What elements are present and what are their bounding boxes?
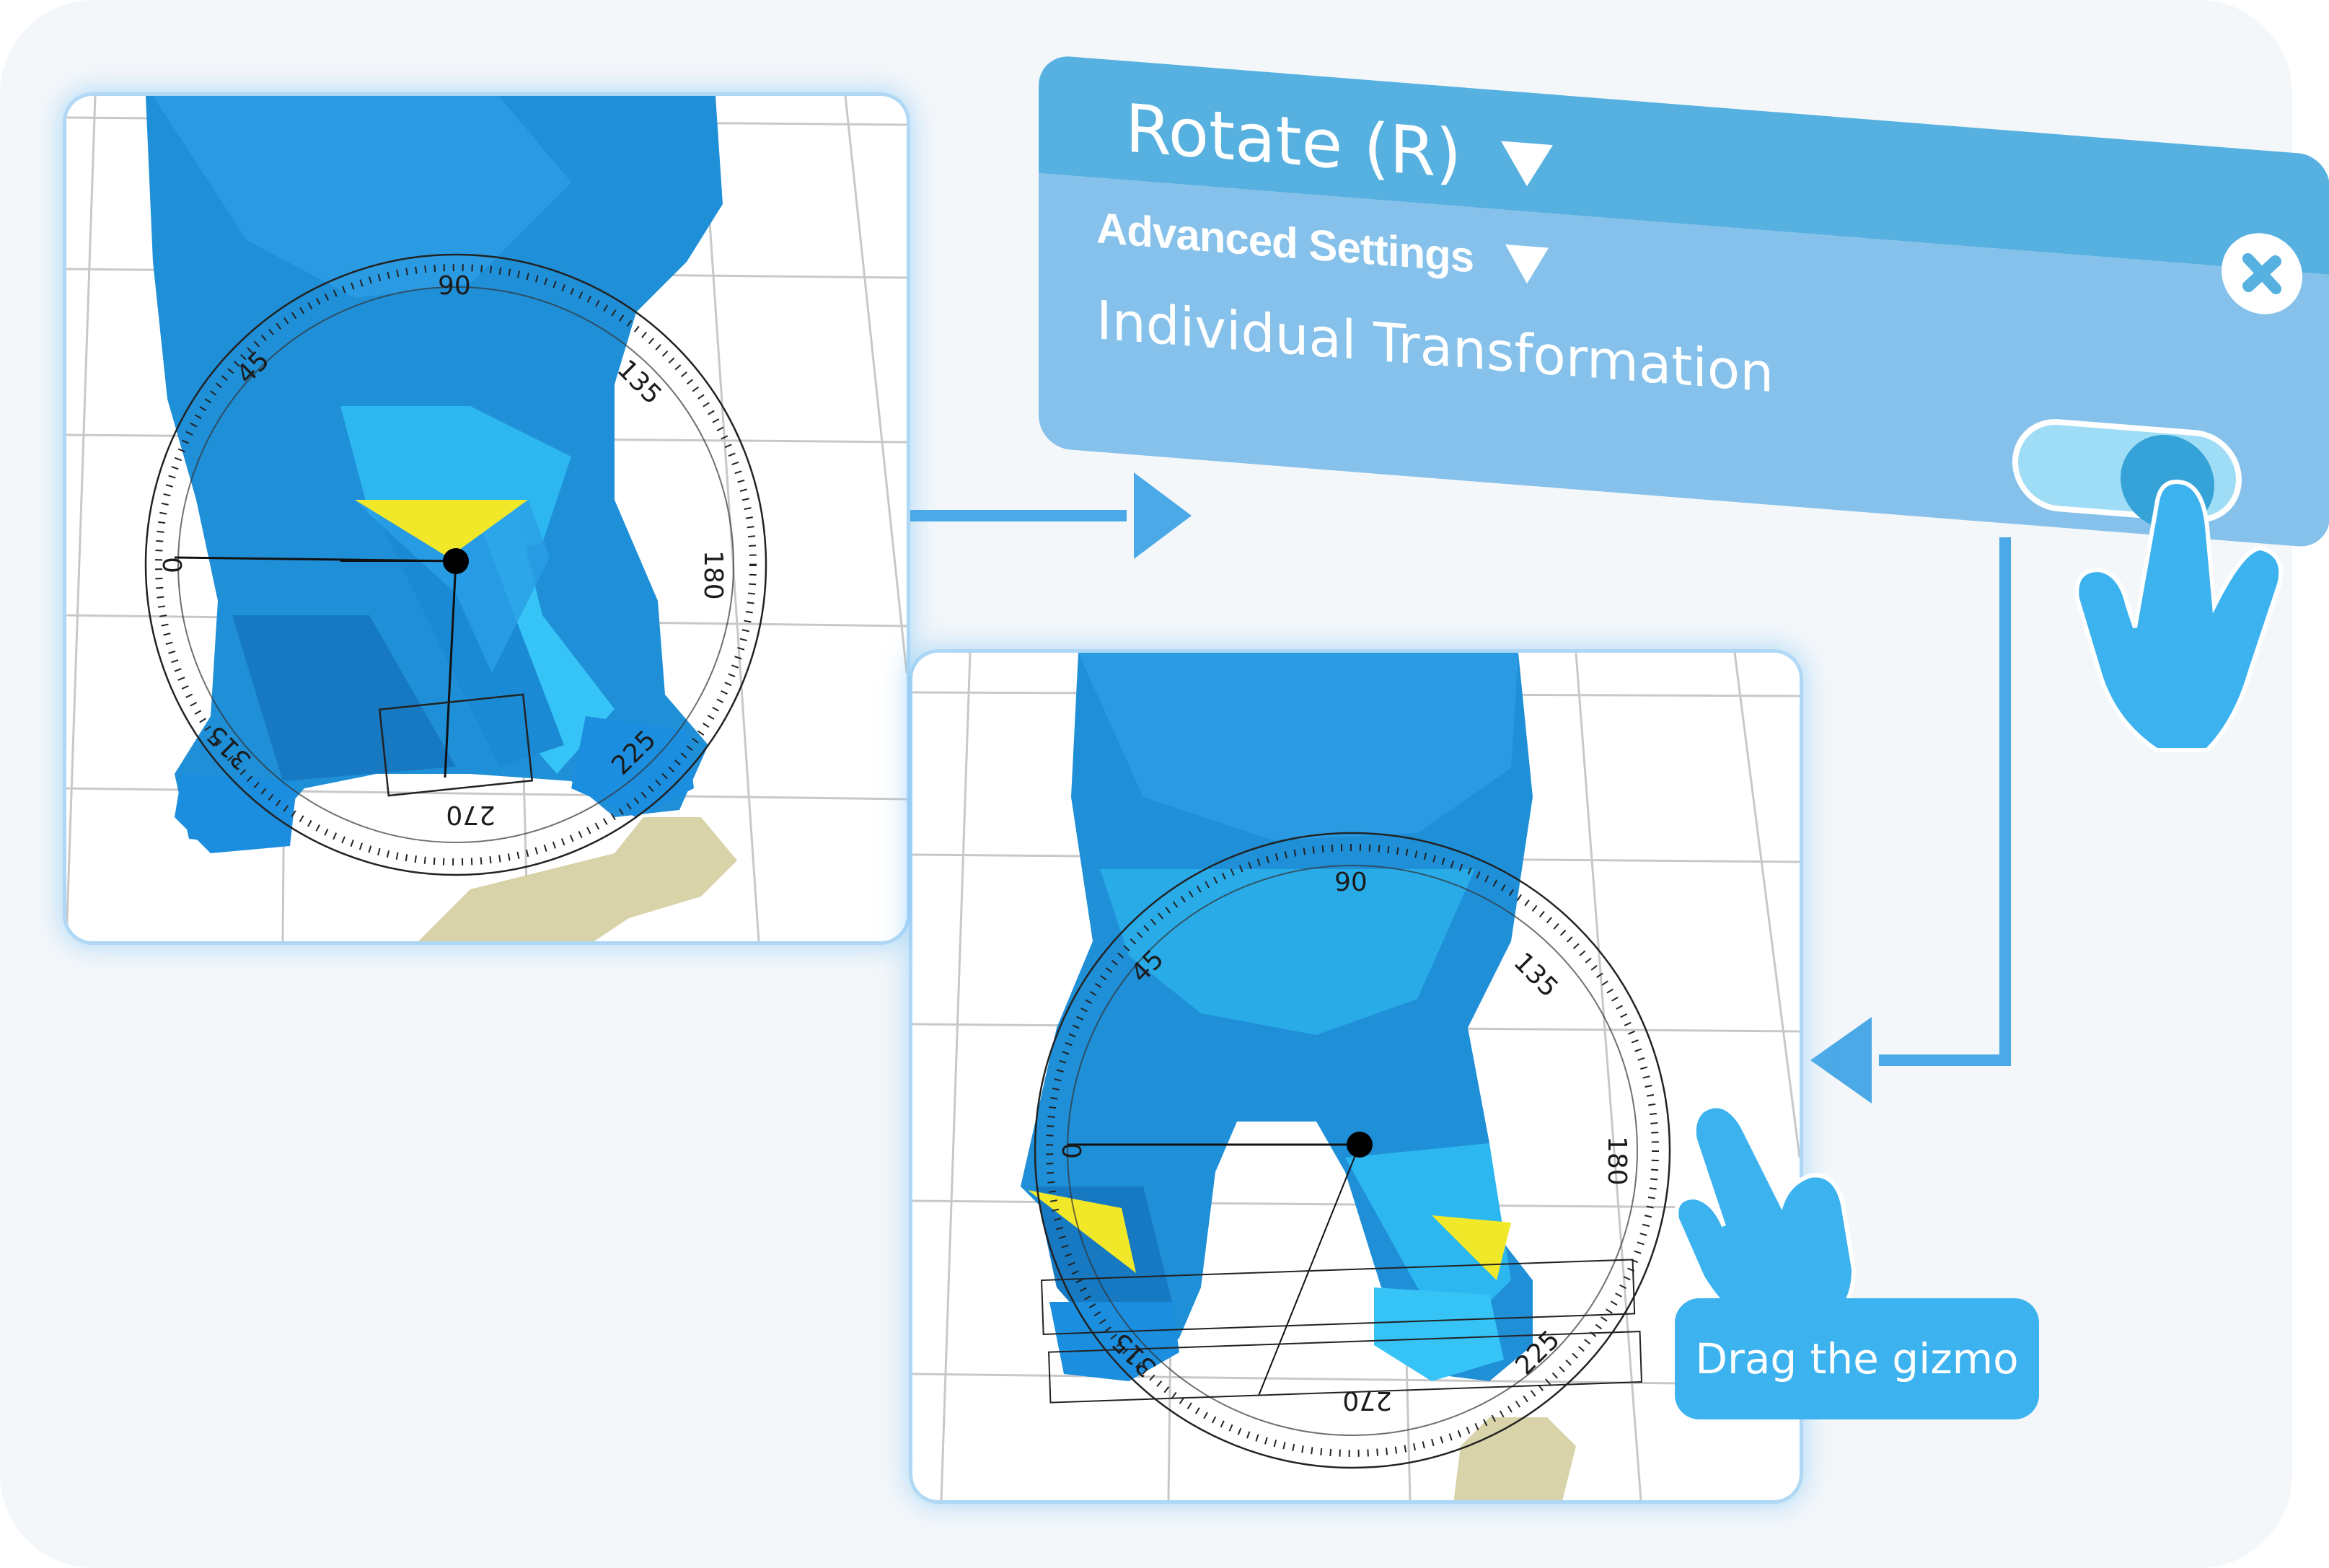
drag-gizmo-hint: Drag the gizmo <box>1675 1298 2039 1419</box>
figure-model <box>146 96 723 853</box>
viewport-before[interactable]: 90 45 135 0 180 315 225 270 <box>66 96 907 941</box>
viewport-after[interactable]: 90 45 135 0 180 315 225 270 <box>912 653 1800 1500</box>
dial-label-0: 0 <box>159 557 188 573</box>
close-button[interactable] <box>2222 230 2302 317</box>
dial-label-90: 90 <box>1334 868 1368 897</box>
gizmo-center[interactable] <box>1347 1132 1373 1158</box>
dial-label-90: 90 <box>438 271 471 301</box>
arrow-right-icon <box>910 472 1192 559</box>
dial-label-270: 270 <box>446 800 496 829</box>
viewport-after-scene: 90 45 135 0 180 315 225 270 <box>912 653 1800 1500</box>
figure-model <box>1021 653 1533 1381</box>
pointing-hand-icon <box>2074 480 2284 752</box>
dial-label-180: 180 <box>698 550 728 600</box>
dial-label-270: 270 <box>1342 1386 1392 1415</box>
triangle-down-icon <box>1501 141 1554 188</box>
dial-label-135: 135 <box>1507 947 1564 1003</box>
rotate-dropdown[interactable]: Rotate (R) <box>1125 89 1554 201</box>
pointing-hand-icon <box>1674 1104 1857 1327</box>
base-shape <box>418 817 737 941</box>
base-shape <box>1453 1417 1576 1500</box>
rotate-panel: Rotate (R) Advanced Settings Individual … <box>1039 54 2329 661</box>
hint-label: Drag the gizmo <box>1695 1334 2019 1383</box>
triangle-down-icon <box>1505 245 1549 286</box>
dial-label-180: 180 <box>1602 1136 1632 1186</box>
panel-title: Rotate (R) <box>1125 89 1462 194</box>
arrow-down-left-icon <box>1810 537 2011 1104</box>
dial-label-0: 0 <box>1058 1142 1088 1159</box>
gizmo-center[interactable] <box>443 548 469 574</box>
close-icon <box>2242 252 2281 294</box>
viewport-before-scene: 90 45 135 0 180 315 225 270 <box>66 96 907 941</box>
